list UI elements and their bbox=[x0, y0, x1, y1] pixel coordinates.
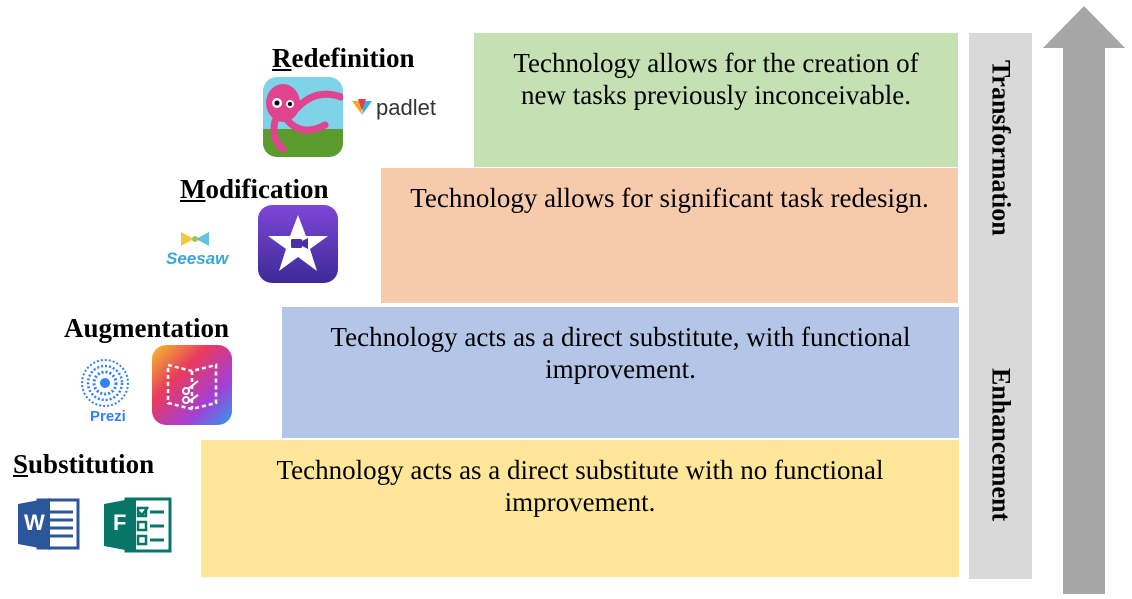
forms-letter: F bbox=[113, 510, 127, 535]
seesaw-bow-icon bbox=[180, 230, 210, 253]
padlet-label: padlet bbox=[376, 95, 436, 120]
augmentation-box: Technology acts as a direct substitute, … bbox=[282, 307, 959, 438]
imovie-star-icon bbox=[258, 205, 338, 288]
redefinition-description: Technology allows for the creation of ne… bbox=[513, 48, 919, 111]
modification-title: Modification bbox=[180, 174, 329, 204]
modification-description: Technology allows for significant task r… bbox=[410, 183, 929, 213]
enhancement-label: Enhancement bbox=[986, 368, 1016, 522]
up-arrow-icon bbox=[1043, 6, 1125, 599]
word-letter: W bbox=[24, 510, 45, 535]
substitution-box: Technology acts as a direct substitute w… bbox=[201, 440, 959, 577]
augmentation-description: Technology acts as a direct substitute, … bbox=[330, 322, 911, 385]
padlet-logo-icon bbox=[350, 97, 374, 124]
category-sidebar bbox=[969, 33, 1032, 579]
substitution-title: Substitution bbox=[13, 449, 155, 479]
book-creator-icon bbox=[152, 345, 232, 430]
substitution-description: Technology acts as a direct substitute w… bbox=[276, 455, 884, 518]
prezi-logo-icon bbox=[80, 358, 130, 413]
redefinition-title: Redefinition bbox=[272, 43, 415, 73]
redefinition-box: Technology allows for the creation of ne… bbox=[474, 33, 958, 167]
word-icon bbox=[18, 496, 80, 557]
octopus-app-icon bbox=[263, 77, 343, 162]
seesaw-label: Seesaw bbox=[166, 249, 229, 268]
forms-icon bbox=[104, 496, 172, 559]
augmentation-title: Augmentation bbox=[64, 313, 230, 343]
transformation-label: Transformation bbox=[986, 60, 1016, 236]
prezi-label: Prezi bbox=[90, 408, 126, 425]
modification-box: Technology allows for significant task r… bbox=[381, 168, 958, 303]
